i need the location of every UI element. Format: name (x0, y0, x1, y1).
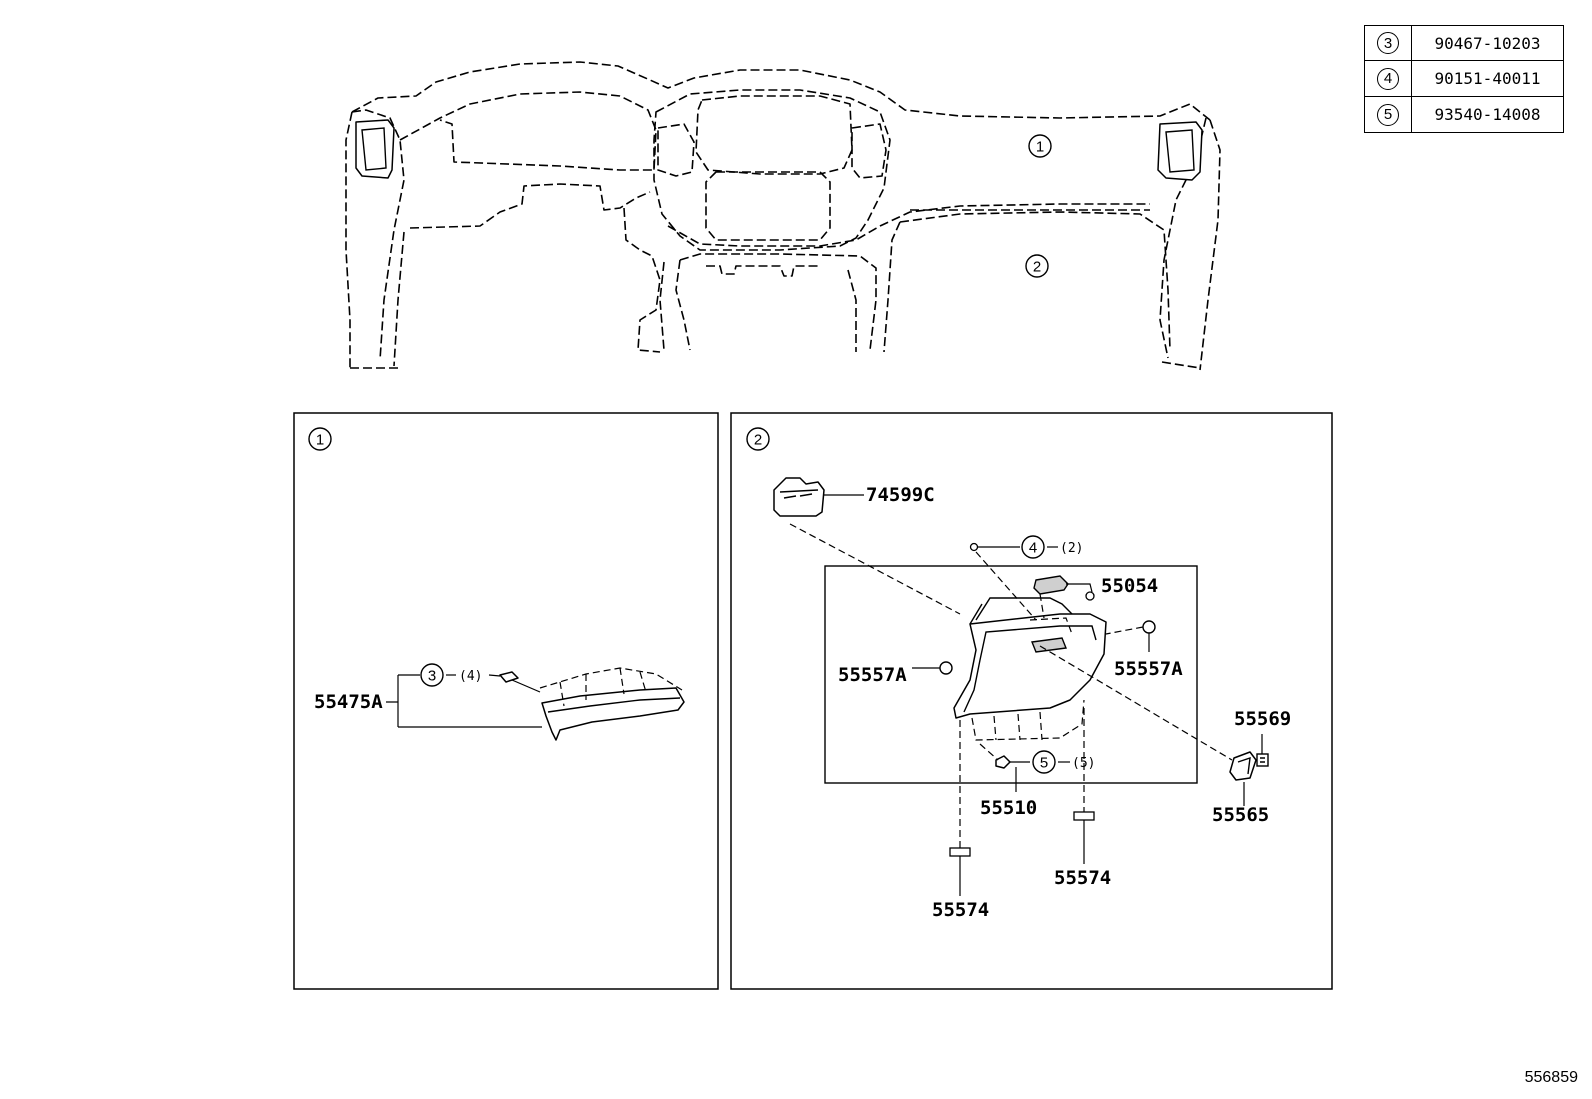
svg-text:2: 2 (1033, 259, 1041, 276)
label-55475A: 55475A (314, 691, 383, 713)
panel-2: 2 74599C (730, 412, 1333, 990)
svg-text:2: 2 (754, 432, 762, 449)
svg-text:(4): (4) (459, 669, 482, 684)
callout-4-qty-2: 4 (2) (1021, 535, 1083, 559)
svg-text:(5): (5) (1072, 756, 1095, 771)
svg-text:1: 1 (1036, 139, 1044, 156)
svg-text:4: 4 (1029, 540, 1037, 557)
svg-text:3: 3 (428, 668, 436, 685)
table-row-3-ref: 5 (1364, 96, 1412, 133)
glove-box-drawing (912, 542, 1233, 852)
diagram-id: 556859 (1524, 1069, 1578, 1086)
ref-circle-5: 5 (1377, 103, 1399, 126)
svg-text:(2): (2) (1060, 541, 1083, 556)
callout-3-qty-4: 3 (4) (420, 663, 501, 687)
svg-text:1: 1 (316, 432, 324, 449)
table-row-1-ref: 3 (1364, 25, 1412, 61)
lock-cylinder-drawing (1229, 734, 1269, 806)
overview-callout-2: 2 (1025, 254, 1049, 278)
label-55574-left: 55574 (932, 899, 989, 921)
table-row-2-ref: 4 (1364, 60, 1412, 97)
hinge-pin-left (949, 847, 971, 896)
table-row-1-part-no: 90467-10203 (1411, 25, 1564, 61)
table-row-3-part-no: 93540-14008 (1411, 96, 1564, 133)
panel-1: 1 55475A 3 (4) (293, 412, 719, 990)
label-plate-74599C: 74599C (773, 477, 961, 615)
overview-callout-1: 1 (1028, 134, 1052, 158)
instrument-panel-overview: 1 2 (345, 61, 1221, 371)
callout-5-qty-5: 5 (5) (1032, 750, 1095, 774)
svg-text:5: 5 (1040, 755, 1048, 772)
label-55569: 55569 (1234, 708, 1291, 730)
table-row-2-part-no: 90151-40011 (1411, 60, 1564, 97)
ref-circle-3: 3 (1377, 32, 1399, 54)
label-55557A-right: 55557A (1114, 658, 1183, 680)
label-55565: 55565 (1212, 804, 1269, 826)
label-55510: 55510 (980, 797, 1037, 819)
panel-1-badge: 1 (308, 427, 332, 451)
garnish-part-drawing (499, 667, 685, 741)
label-55557A-left: 55557A (838, 664, 907, 686)
svg-text:74599C: 74599C (866, 484, 935, 506)
label-55574-right: 55574 (1054, 867, 1111, 889)
panel-2-badge: 2 (746, 427, 770, 451)
hinge-pin-right (1073, 811, 1095, 864)
fastener-table: 3 90467-10203 4 90151-40011 5 93540-1400… (1364, 25, 1564, 133)
ref-circle-4: 4 (1377, 67, 1399, 90)
label-55054: 55054 (1101, 575, 1158, 597)
